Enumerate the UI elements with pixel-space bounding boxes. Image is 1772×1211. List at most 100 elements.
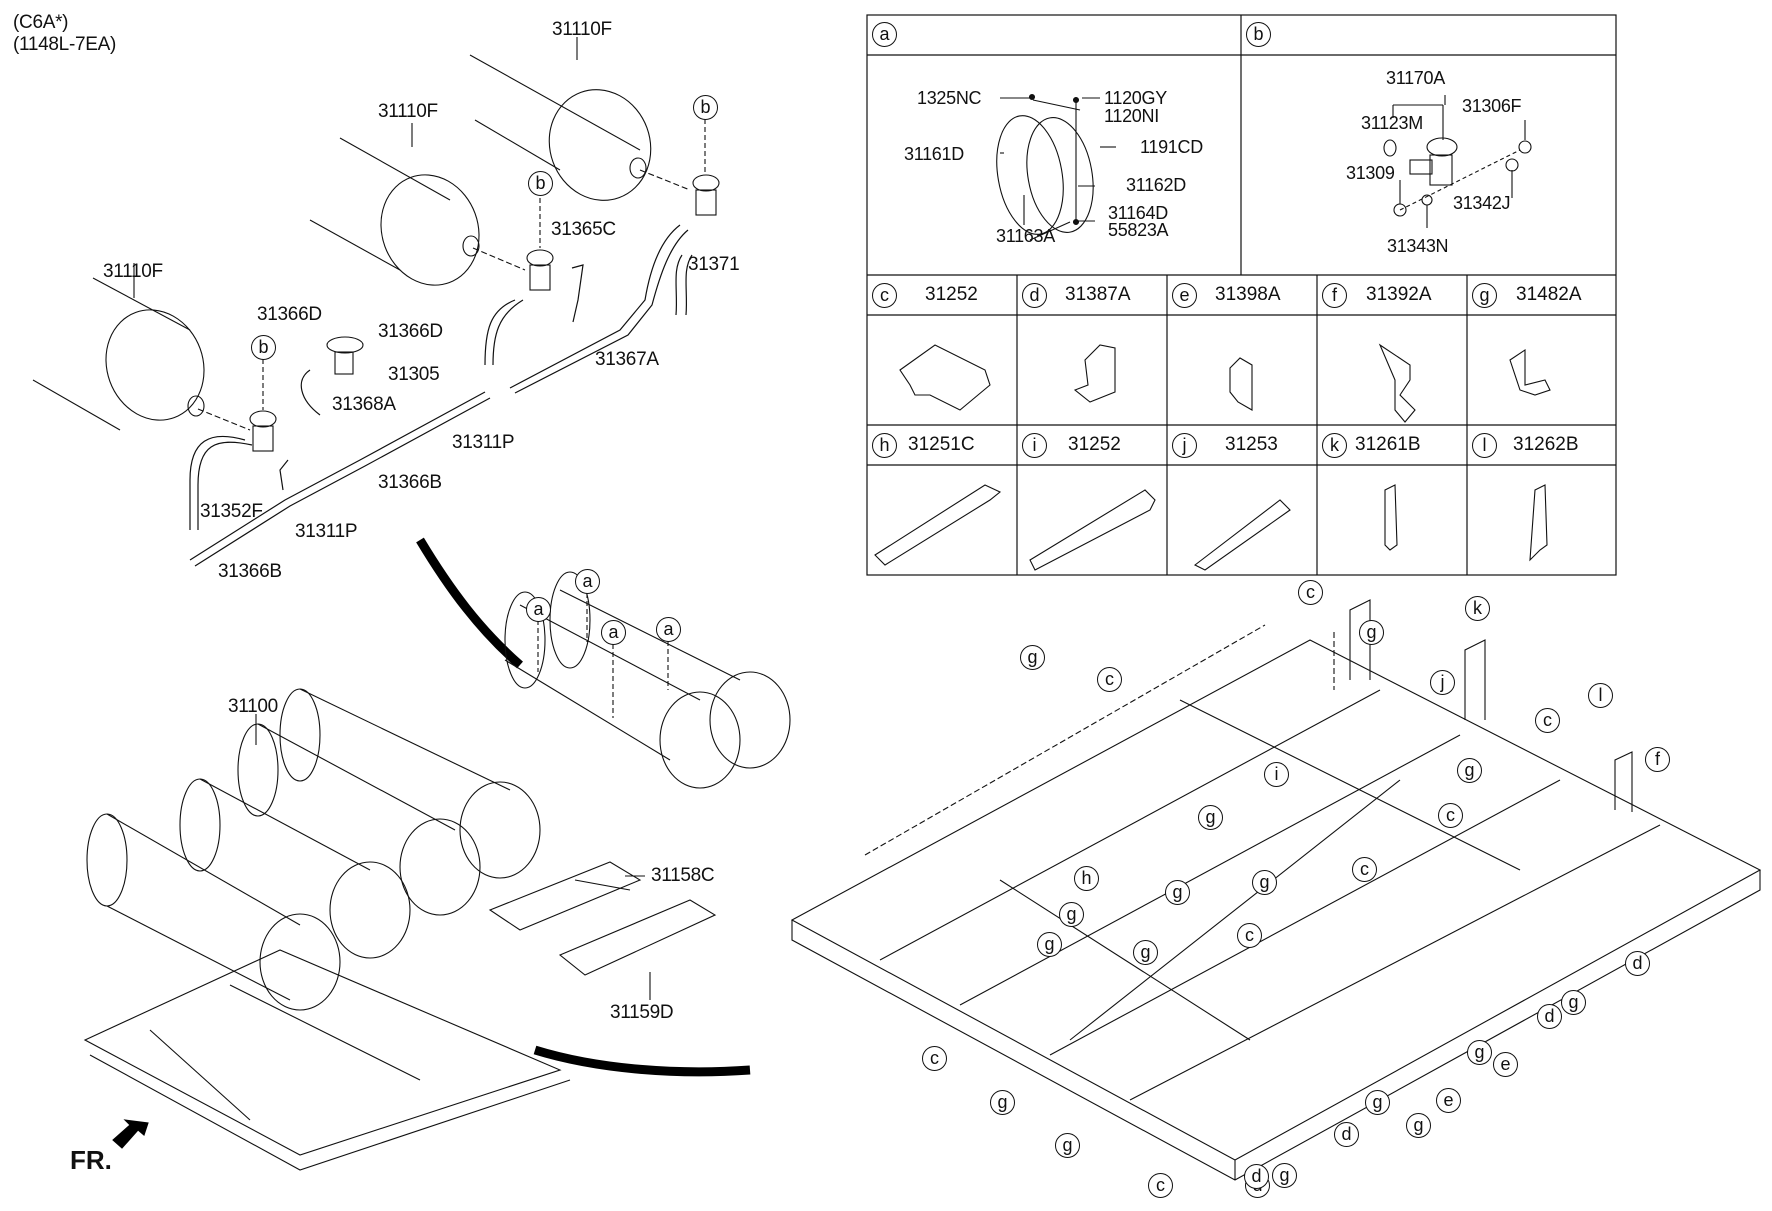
table-part-number[interactable]: 31252 [1068,434,1121,455]
part-label[interactable]: 31305 [388,364,440,385]
callout-g[interactable]: g [1406,1113,1431,1138]
table-key: i [1022,433,1047,458]
table-part-number[interactable]: 31251C [908,434,975,455]
callout-g[interactable]: g [1198,805,1223,830]
callout-a[interactable]: a [526,597,551,622]
callout-g[interactable]: g [1252,870,1277,895]
callout-f[interactable]: f [1645,747,1670,772]
table-part-number[interactable]: 31261B [1355,434,1421,455]
part-label[interactable]: 55823A [1108,220,1169,240]
tank-top-drawing [469,37,652,201]
callout-d[interactable]: d [1244,1164,1269,1189]
callout-g[interactable]: g [1457,758,1482,783]
pipes-drawing [189,224,693,567]
part-label[interactable]: 31352F [200,501,263,522]
tank-mid-drawing [309,123,480,286]
bracket-drawings [874,343,1551,571]
callout-c[interactable]: c [1148,1173,1173,1198]
part-label[interactable]: 31366D [257,304,322,325]
part-label[interactable]: 31366B [218,561,282,582]
callout-g[interactable]: g [1467,1040,1492,1065]
table-part-number[interactable]: 31392A [1366,284,1432,305]
part-label[interactable]: 31110F [378,101,438,122]
parts-table-grid [866,14,1617,576]
callout-g[interactable]: g [1037,932,1062,957]
table-part-number[interactable]: 31387A [1065,284,1131,305]
callout-h[interactable]: h [1074,866,1099,891]
table-part-number[interactable]: 31253 [1225,434,1278,455]
callout-c[interactable]: c [1352,857,1377,882]
callout-g[interactable]: g [1359,620,1384,645]
part-label[interactable]: 31309 [1346,163,1395,183]
callout-g[interactable]: g [1165,880,1190,905]
callout-g[interactable]: g [1365,1090,1390,1115]
callout-a[interactable]: a [601,620,626,645]
table-part-number[interactable]: 31262B [1513,434,1579,455]
part-label[interactable]: 31371 [688,254,740,275]
callout-c[interactable]: c [1097,667,1122,692]
callout-b[interactable]: b [693,95,718,120]
part-label[interactable]: 31161D [904,144,964,164]
callout-c[interactable]: c [1438,803,1463,828]
callout-i[interactable]: i [1264,762,1289,787]
part-label[interactable]: 31342J [1453,193,1511,213]
callout-a[interactable]: a [575,569,600,594]
swoosh-arrow-upper [416,537,523,669]
table-key: e [1172,283,1197,308]
callout-d[interactable]: d [1625,951,1650,976]
part-label[interactable]: 31366D [378,321,443,342]
part-label[interactable]: 31158C [651,865,715,886]
part-label[interactable]: 31110F [103,261,163,282]
callout-g[interactable]: g [1561,990,1586,1015]
part-label[interactable]: 31100 [228,696,278,717]
callout-k[interactable]: k [1465,596,1490,621]
table-part-number[interactable]: 31398A [1215,284,1281,305]
callout-a[interactable]: a [656,617,681,642]
callout-g[interactable]: g [1059,902,1084,927]
callout-c[interactable]: c [1298,580,1323,605]
part-label[interactable]: 1325NC [917,88,982,108]
part-label[interactable]: 31306F [1462,96,1522,116]
callout-e[interactable]: e [1493,1052,1518,1077]
callout-e[interactable]: e [1436,1088,1461,1113]
callout-d[interactable]: d [1537,1004,1562,1029]
callout-g[interactable]: g [1272,1163,1297,1188]
callout-c[interactable]: c [1535,708,1560,733]
part-label[interactable]: 31159D [610,1002,674,1023]
table-key: g [1472,283,1497,308]
part-label[interactable]: 31311P [295,521,358,542]
table-part-number[interactable]: 31252 [925,284,978,305]
part-label[interactable]: 31162D [1126,175,1186,195]
callout-c[interactable]: c [1237,923,1262,948]
swoosh-arrow-lower [533,1045,751,1077]
part-label[interactable]: 31123M [1361,113,1423,133]
part-label[interactable]: 31343N [1387,236,1449,256]
part-label[interactable]: 1191CD [1140,137,1203,157]
callout-d[interactable]: d [1334,1122,1359,1147]
callout-b[interactable]: b [528,171,553,196]
part-label[interactable]: 1120GY [1104,88,1167,108]
part-label[interactable]: 31110F [552,19,612,40]
callout-g[interactable]: g [1133,940,1158,965]
table-part-number[interactable]: 31482A [1516,284,1582,305]
callout-c[interactable]: c [922,1046,947,1071]
part-label[interactable]: 31163A [996,226,1055,246]
part-label[interactable]: 31367A [595,349,659,370]
tank-assembly-drawing [83,571,791,1171]
part-label[interactable]: 31366B [378,472,442,493]
callout-l[interactable]: l [1588,683,1613,708]
part-label[interactable]: 1120NI [1104,106,1159,126]
part-label[interactable]: 31311P [452,432,515,453]
callout-j[interactable]: j [1430,670,1455,695]
callout-g[interactable]: g [990,1090,1015,1115]
part-label[interactable]: 31170A [1386,68,1445,88]
callout-b[interactable]: b [251,335,276,360]
part-label[interactable]: 31164D [1108,203,1168,223]
part-label[interactable]: 31368A [332,394,396,415]
callout-g[interactable]: g [1055,1133,1080,1158]
callout-g[interactable]: g [1020,645,1045,670]
detail-a-clamp-drawing [996,93,1116,241]
model-code: (C6A*) [13,12,69,33]
part-label[interactable]: 31365C [551,219,616,240]
table-key: d [1022,283,1047,308]
